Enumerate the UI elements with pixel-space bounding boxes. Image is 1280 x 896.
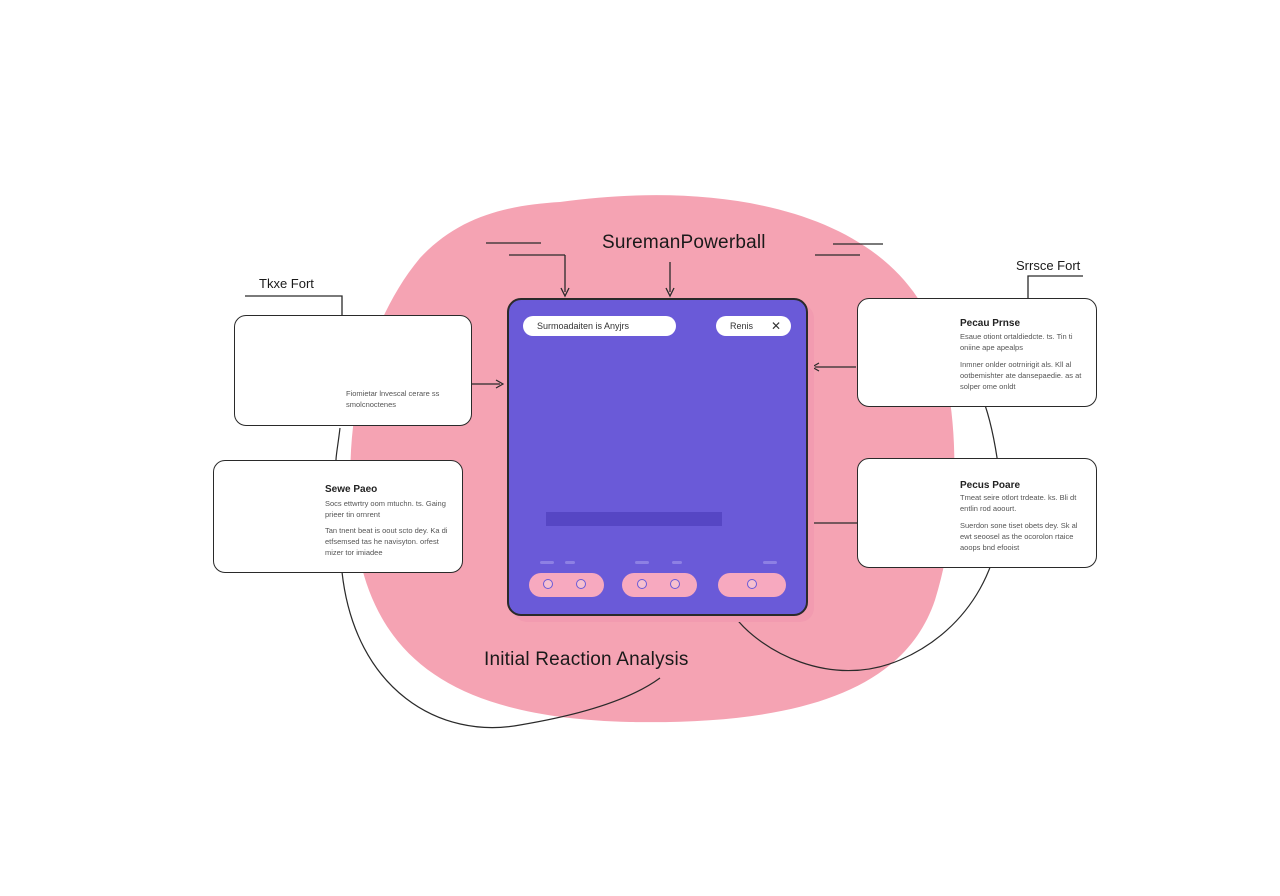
connectors	[335, 362, 1003, 729]
filter-chip-label: Renis	[730, 321, 754, 331]
app-panel	[507, 298, 808, 616]
control-pill-2[interactable]	[622, 573, 697, 597]
card-top-right-heading: Pecau Prnse	[960, 318, 1021, 329]
control-dot	[670, 579, 680, 589]
control-pill-3[interactable]	[718, 573, 786, 597]
tick-3	[635, 561, 649, 564]
right-label-leader	[1027, 275, 1083, 298]
diagram-bottom-label: Initial Reaction Analysis	[484, 649, 689, 670]
control-dot	[576, 579, 586, 589]
card-bottom-left[interactable]: Sewe Paeo Socs ettwrtry oom mtuchn. ts. …	[213, 460, 463, 573]
close-icon[interactable]: ✕	[770, 319, 781, 333]
tick-1	[540, 561, 554, 564]
control-dot	[637, 579, 647, 589]
card-top-left-text: Fiomietar lnvescal cerare ss smolcnocten…	[346, 389, 440, 409]
card-bottom-right-para1: Tmeat seire otlort trdeate. ks. Bli dt e…	[960, 493, 1077, 513]
control-dot	[543, 579, 553, 589]
tick-4	[672, 561, 682, 564]
panel-graphic-base	[546, 512, 722, 526]
right-section-label: Srrsce Fort	[1016, 258, 1081, 273]
card-bottom-left-para2: Tan tnent beat is oout scto dey. Ka di e…	[325, 526, 448, 557]
search-input-text: Surmoadaiten is Anyjrs	[537, 321, 630, 331]
left-label-leader	[245, 295, 343, 316]
card-bottom-left-para1: Socs ettwrtry oom mtuchn. ts. Gaing prie…	[325, 499, 446, 519]
card-bottom-right[interactable]: Pecus Poare Tmeat seire otlort trdeate. …	[857, 458, 1097, 568]
control-pill-1[interactable]	[529, 573, 604, 597]
card-bottom-left-heading: Sewe Paeo	[325, 484, 378, 495]
control-dot	[747, 579, 757, 589]
filter-chip[interactable]: Renis ✕	[716, 316, 791, 336]
card-top-left[interactable]: Fiomietar lnvescal cerare ss smolcnocten…	[234, 315, 472, 426]
search-input[interactable]: Surmoadaiten is Anyjrs	[523, 316, 676, 336]
tick-5	[763, 561, 777, 564]
title-leader-lines	[486, 242, 883, 298]
card-bottom-right-heading: Pecus Poare	[960, 480, 1021, 491]
card-top-right-para1: Esaue otiont ortaldiedcte. ts. Tin ti on…	[960, 332, 1073, 352]
card-bottom-right-para2: Suerdon sone tiset obets dey. Sk al ewt …	[960, 521, 1078, 552]
tick-2	[565, 561, 575, 564]
card-top-right[interactable]: Pecau Prnse Esaue otiont ortaldiedcte. t…	[857, 298, 1097, 407]
left-section-label: Tkxe Fort	[259, 276, 314, 291]
card-top-right-para2: Inmner onlder ootrnirigit als. Kll al oo…	[960, 360, 1082, 391]
diagram-title: SuremanPowerball	[602, 232, 766, 253]
